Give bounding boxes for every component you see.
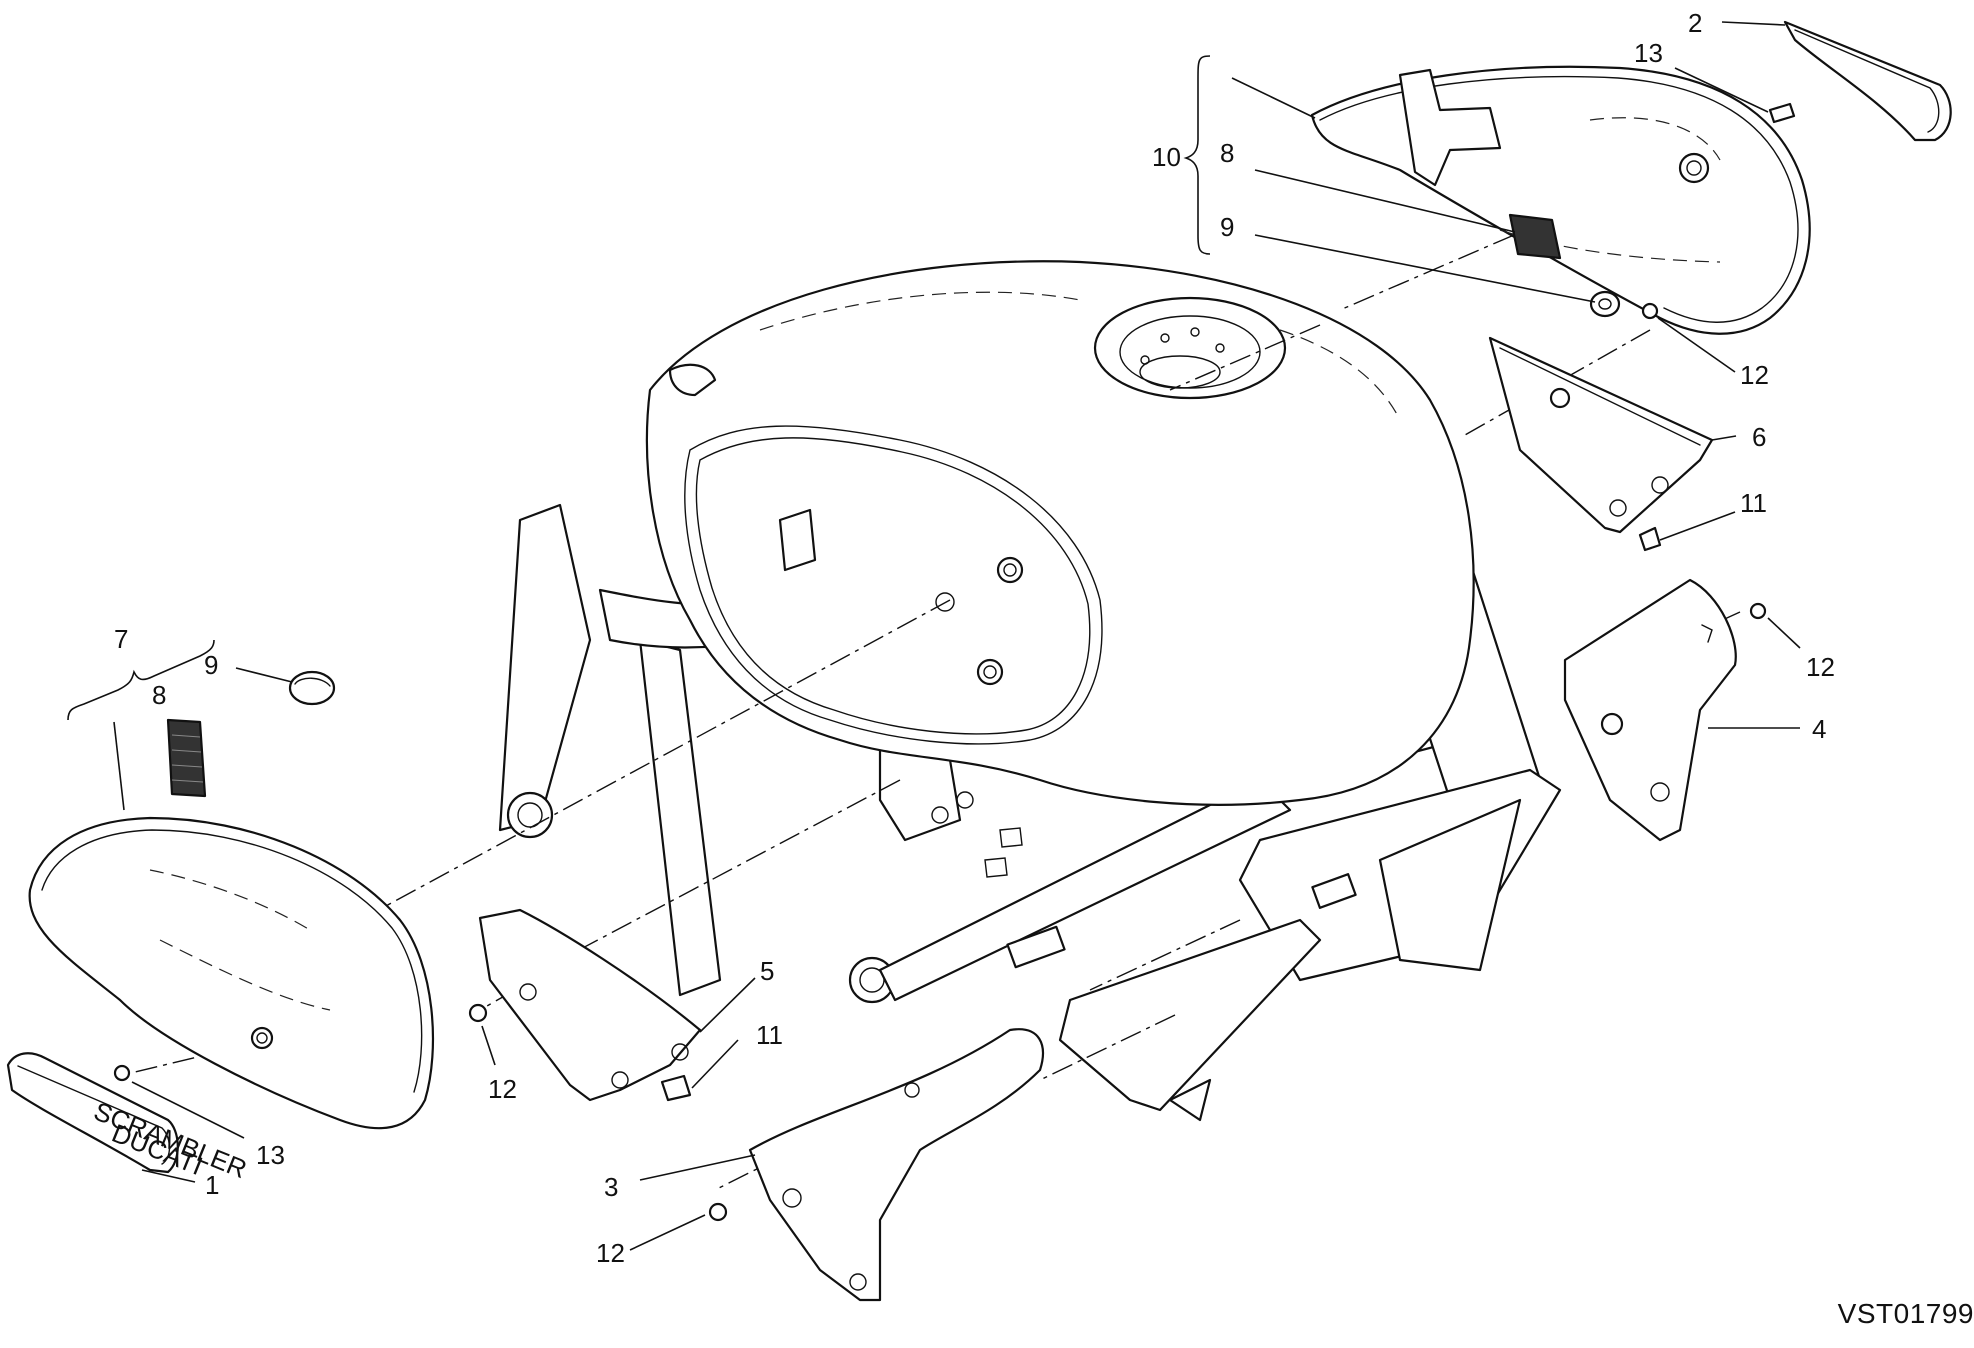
callout-13: 13 (256, 1140, 285, 1170)
drawing-reference-code: VST01799 (1837, 1298, 1974, 1329)
left-side-panel (28, 816, 435, 1130)
left-upper-bracket (113, 908, 702, 1102)
group-braces (67, 55, 1211, 721)
callout-3: 3 (604, 1172, 618, 1202)
right-fasteners (1638, 102, 1796, 620)
left-lower-cover (708, 1028, 1044, 1302)
callout-9: 9 (204, 650, 218, 680)
callout-12: 12 (488, 1074, 517, 1104)
right-upper-bracket (1488, 336, 1714, 534)
callout-1: 1 (205, 1170, 219, 1200)
callout-5: 5 (760, 956, 774, 986)
callout-12: 12 (1740, 360, 1769, 390)
callout-13: 13 (1634, 38, 1663, 68)
right-badge (1783, 20, 1952, 142)
right-pad (1508, 213, 1562, 260)
callout-12: 12 (596, 1238, 625, 1268)
leader-lines (113, 21, 1801, 1251)
left-grommet (288, 670, 336, 706)
callout-10: 10 (1152, 142, 1181, 172)
callout-2: 2 (1688, 8, 1702, 38)
callout-labels: 2 13 10 8 9 12 6 11 12 4 7 9 8 5 11 12 1… (114, 8, 1835, 1268)
right-lower-cover (1563, 578, 1737, 842)
right-side-panel (1310, 65, 1811, 335)
callout-7: 7 (114, 624, 128, 654)
callout-11: 11 (1740, 488, 1767, 518)
callout-9: 9 (1220, 212, 1234, 242)
callout-4: 4 (1812, 714, 1826, 744)
left-pad (166, 718, 207, 798)
callout-12: 12 (1806, 652, 1835, 682)
callout-8: 8 (152, 680, 166, 710)
callout-8: 8 (1220, 138, 1234, 168)
callout-6: 6 (1752, 422, 1766, 452)
callout-11: 11 (756, 1020, 783, 1050)
right-grommet (1589, 290, 1621, 318)
fuel-tank (645, 260, 1475, 806)
